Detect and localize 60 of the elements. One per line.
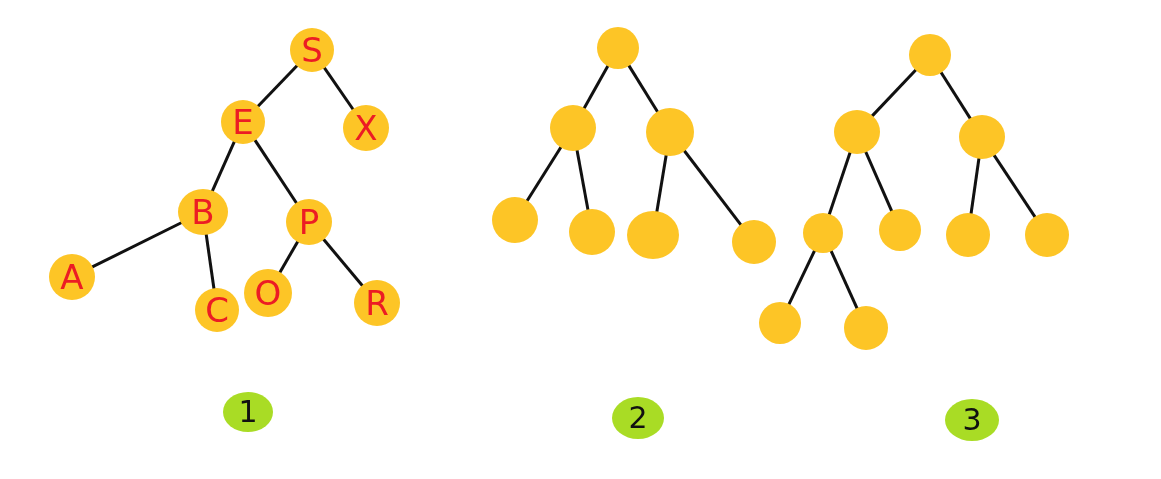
connector-line xyxy=(938,70,973,121)
node-letter: O xyxy=(254,276,282,310)
node-circle xyxy=(597,27,639,69)
connector-line xyxy=(991,153,1038,220)
connector-line xyxy=(252,137,299,206)
connector-line xyxy=(582,63,610,111)
connector-line xyxy=(277,239,300,275)
node-letter: R xyxy=(365,286,389,320)
node-circle xyxy=(550,105,596,151)
node-circle xyxy=(959,115,1005,159)
node-circle xyxy=(759,302,801,344)
number-circle xyxy=(223,392,273,432)
node-circle xyxy=(732,220,776,264)
connector-line xyxy=(863,149,894,214)
number-circle xyxy=(612,397,664,439)
node-letter: B xyxy=(191,195,215,229)
connector-line xyxy=(210,139,237,194)
node-letter: X xyxy=(354,111,378,145)
connector-line xyxy=(575,148,590,212)
figure-number: 1 xyxy=(238,397,258,427)
connector-line xyxy=(524,144,564,204)
letter-node-circle xyxy=(244,269,292,317)
letter-node-circle xyxy=(49,254,95,300)
figure-number: 3 xyxy=(962,405,982,435)
connector-line xyxy=(204,232,216,291)
node-circle xyxy=(646,108,694,156)
node-letter: C xyxy=(205,293,229,327)
node-letter: P xyxy=(298,205,320,239)
letter-node-circle xyxy=(178,189,228,235)
node-circle xyxy=(803,213,843,253)
figure-number: 2 xyxy=(628,403,648,433)
node-circle xyxy=(879,209,921,251)
node-circle xyxy=(946,213,990,257)
node-letter: S xyxy=(301,33,323,67)
connector-line xyxy=(322,65,356,112)
connector-line xyxy=(969,156,981,216)
connector-line xyxy=(321,237,365,288)
connector-line xyxy=(255,63,300,109)
connector-line xyxy=(786,248,817,307)
node-circle xyxy=(844,306,888,350)
node-circle xyxy=(909,34,951,76)
connector-line xyxy=(655,153,668,214)
connector-line xyxy=(90,220,184,269)
node-letter: A xyxy=(60,260,84,294)
node-circle xyxy=(627,211,679,259)
connector-line xyxy=(870,67,918,119)
node-letter: E xyxy=(232,105,254,139)
connector-line xyxy=(829,248,860,311)
letter-node-circle xyxy=(290,28,334,72)
connector-line xyxy=(682,148,744,227)
node-circle xyxy=(492,197,538,243)
letter-node-circle xyxy=(343,105,389,151)
node-circle xyxy=(569,209,615,255)
letter-node-circle xyxy=(286,199,332,245)
letter-node-circle xyxy=(195,288,239,332)
letter-node-circle xyxy=(354,280,400,326)
node-circle xyxy=(834,110,880,154)
letter-node-circle xyxy=(221,100,265,144)
node-circle xyxy=(1025,213,1069,257)
number-circle xyxy=(945,399,999,441)
